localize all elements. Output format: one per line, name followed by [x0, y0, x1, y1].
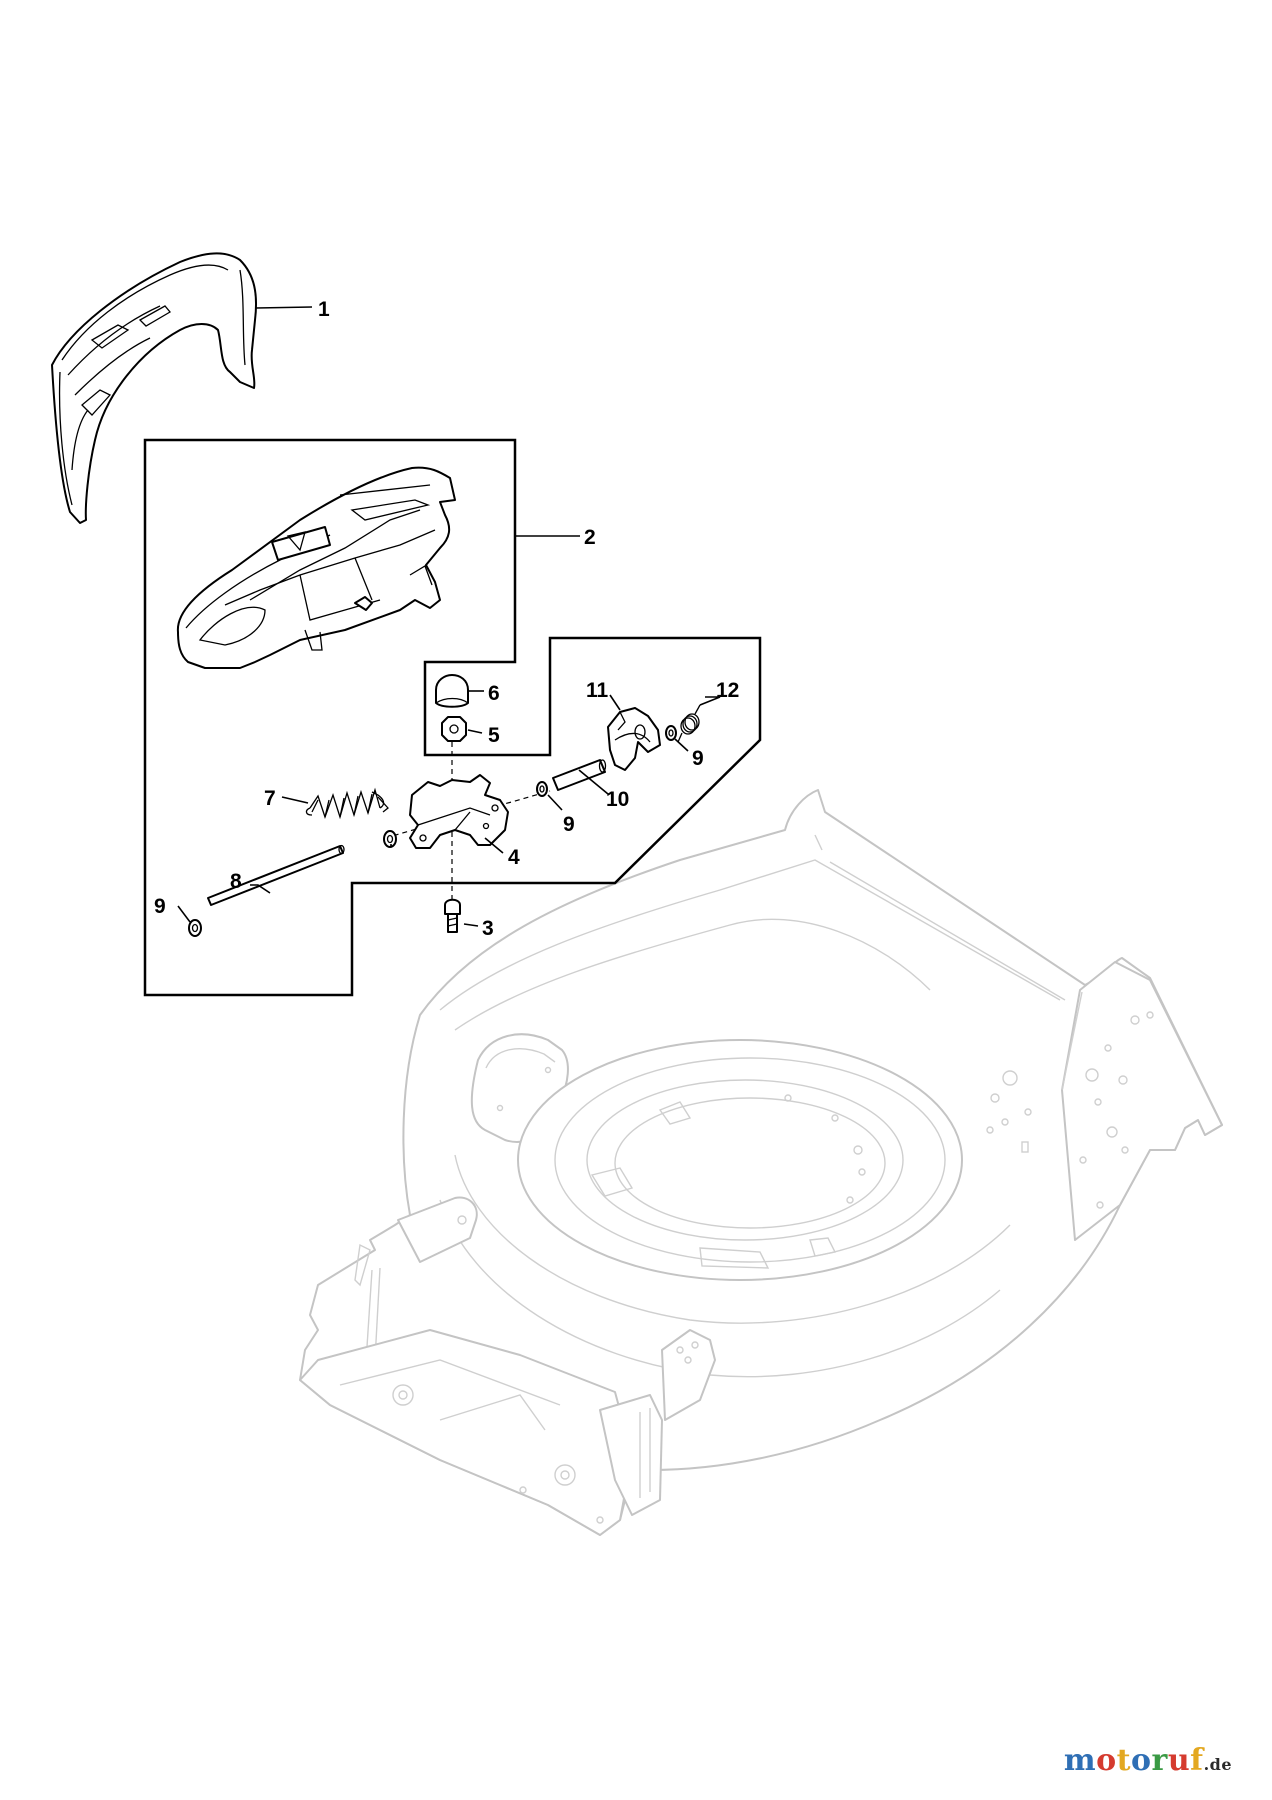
pin-part	[552, 759, 607, 791]
cover-assembly-part	[176, 466, 456, 669]
callout-3: 3	[482, 917, 494, 940]
rod-part	[207, 844, 345, 906]
nut-part	[441, 716, 467, 742]
callout-9-middle: 9	[563, 813, 575, 836]
callout-2: 2	[584, 526, 596, 549]
logo-letter: o	[1131, 1743, 1152, 1778]
callout-9-left: 9	[154, 895, 166, 918]
upper-cover-part	[51, 252, 258, 524]
logo-domain: .de	[1203, 1755, 1232, 1774]
logo-letter: m	[1063, 1743, 1097, 1778]
logo-wordmark: motoruf	[1064, 1743, 1204, 1778]
callout-5: 5	[488, 724, 500, 747]
spring-part	[305, 787, 389, 820]
callout-12: 12	[716, 679, 739, 702]
callout-4: 4	[508, 846, 520, 869]
washer-part	[188, 725, 677, 937]
callout-9-right: 9	[692, 747, 704, 770]
callout-8: 8	[230, 870, 242, 893]
logo-letter: f	[1190, 1743, 1204, 1778]
callout-10: 10	[606, 788, 629, 811]
callout-numbers: 1 2 3 4 5 6 7 8 9 9 9 10 11 12	[154, 298, 739, 940]
callout-11: 11	[586, 679, 609, 702]
mower-deck-ghost	[299, 789, 1223, 1536]
callout-7: 7	[264, 787, 276, 810]
logo-letter: o	[1096, 1743, 1117, 1778]
logo-letter: u	[1167, 1743, 1191, 1778]
torsion-spring-part	[677, 704, 701, 743]
latch-part	[607, 707, 661, 771]
lever-bracket-part	[409, 774, 509, 849]
callout-6: 6	[488, 682, 500, 705]
callout-1: 1	[318, 298, 330, 321]
logo-letter: t	[1116, 1743, 1132, 1778]
logo-letter: r	[1151, 1743, 1168, 1778]
motoruf-logo: motoruf.de	[1064, 1743, 1232, 1778]
cap-part	[435, 674, 469, 708]
screw-part	[444, 898, 461, 933]
leader-lines	[177, 306, 721, 927]
assembly-frame	[143, 438, 762, 997]
